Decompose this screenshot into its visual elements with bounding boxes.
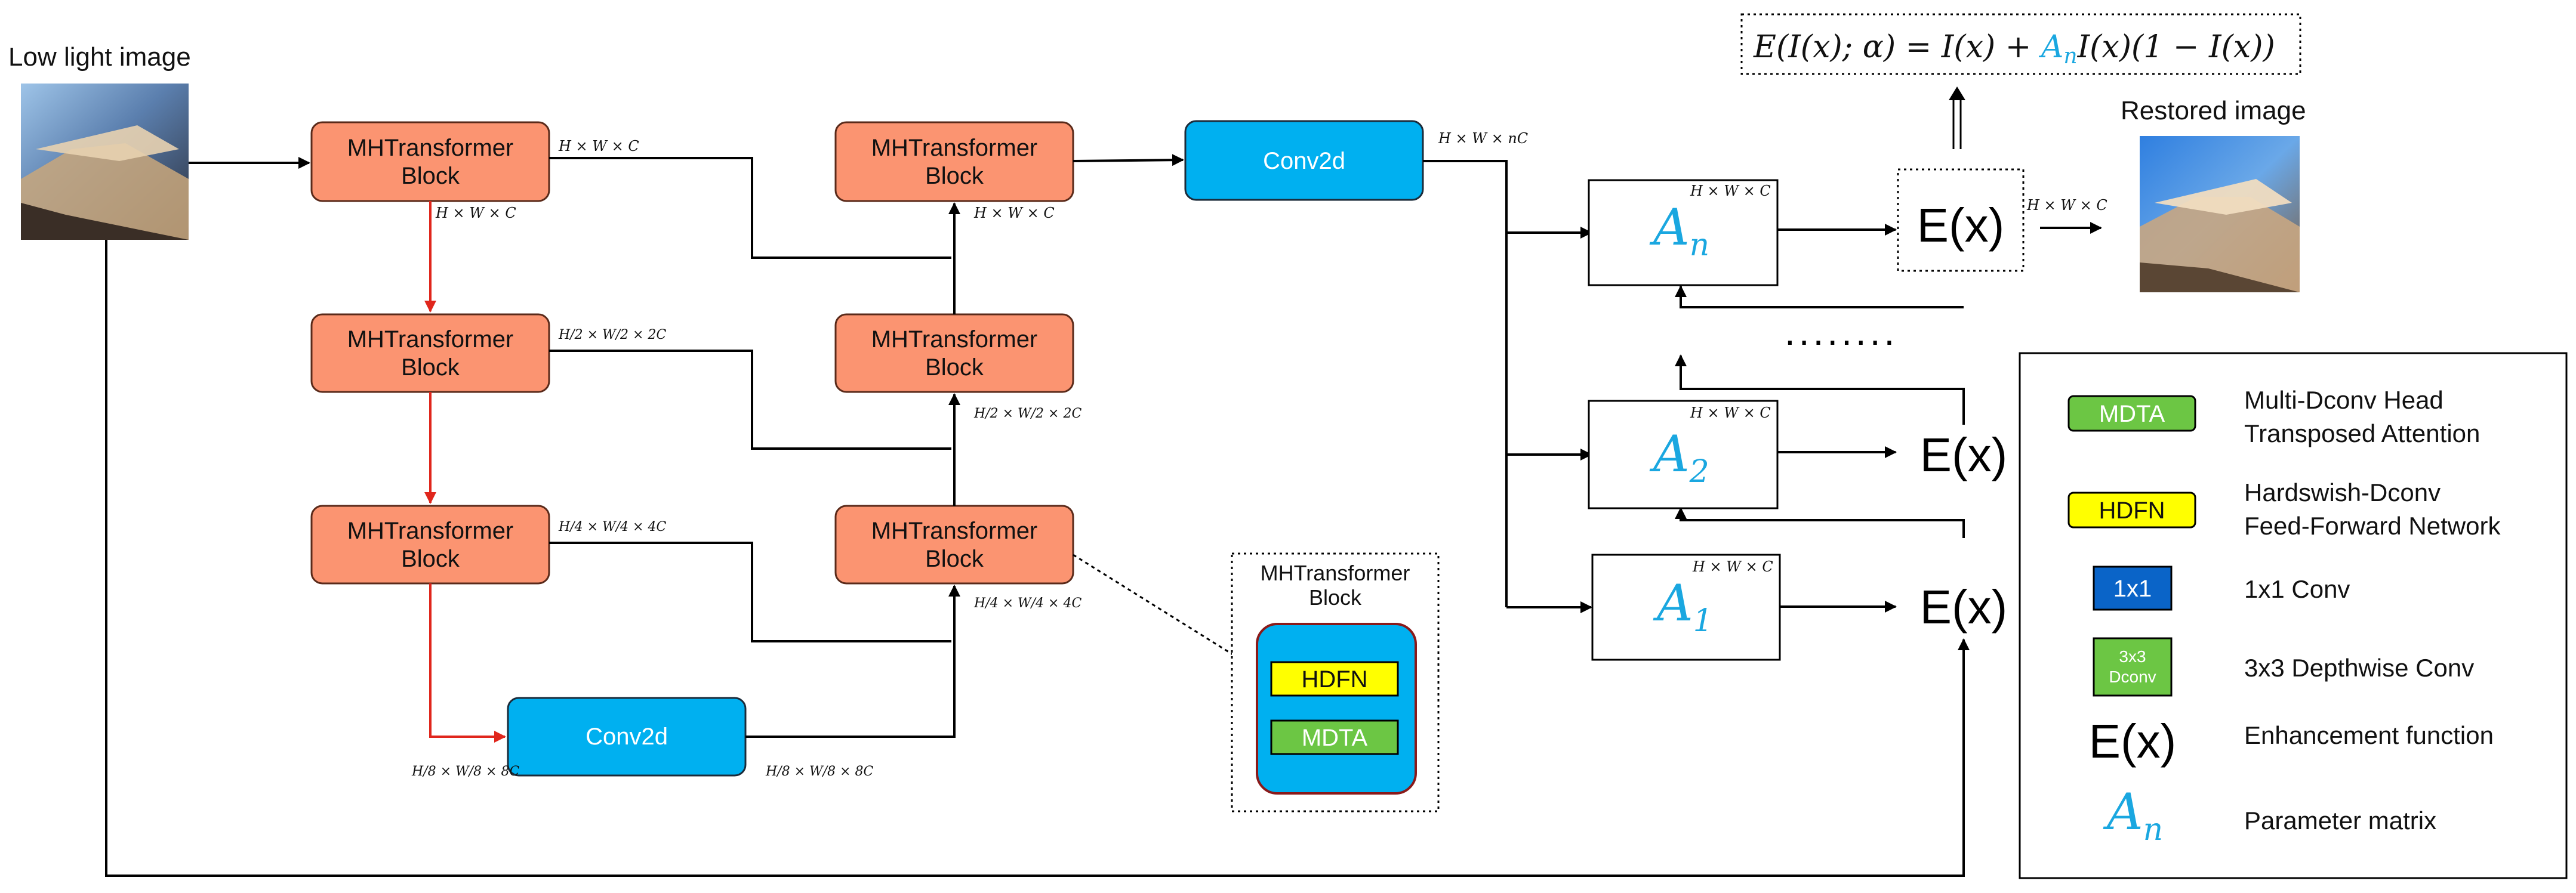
head-conv2d: Conv2d [1184, 120, 1424, 201]
arrow-E1-to-A2 [1675, 507, 1965, 538]
svg-text:Transposed Attention: Transposed Attention [2244, 419, 2480, 447]
svg-text:Block: Block [925, 354, 984, 381]
ellipsis: ........ [1785, 310, 1898, 353]
svg-text:Parameter matrix: Parameter matrix [2244, 807, 2436, 835]
svg-text:A1: A1 [1653, 574, 1713, 639]
svg-text:MHTransformer: MHTransformer [347, 135, 514, 161]
skip-2 [549, 350, 951, 450]
legend: MDTA Multi-Dconv Head Transposed Attenti… [2019, 352, 2568, 879]
dim-enhance: H × W × C [2026, 197, 2107, 214]
dim-enc1-below: H × W × C [435, 205, 516, 221]
inset-mdta [1270, 719, 1399, 755]
svg-text:Multi-Dconv Head: Multi-Dconv Head [2244, 386, 2443, 414]
callout-line [1073, 554, 1236, 657]
svg-text:MHTransformer: MHTransformer [347, 326, 514, 353]
svg-text:An: An [2103, 783, 2163, 848]
svg-text:E(I(x); α) = I(x) + AnI(x)(1 −: E(I(x); α) = I(x) + AnI(x)(1 − I(x)) [1753, 29, 2275, 69]
svg-text:Block: Block [401, 354, 460, 381]
enhance-function-n: E(x) [1897, 168, 2025, 272]
svg-text:MHTransformer: MHTransformer [871, 518, 1038, 544]
svg-text:Hardswish-Dconv: Hardswish-Dconv [2244, 478, 2441, 506]
arrow-dec1-to-conv [1073, 154, 1184, 166]
legend-item-hdfn: HDFN Hardswish-Dconv Feed-Forward Networ… [2067, 478, 2501, 540]
svg-text:3x3: 3x3 [2119, 647, 2146, 666]
dim-bottleneck-out: H/8 × W/8 × 8C [765, 764, 873, 779]
svg-text:HDFN: HDFN [1301, 666, 1367, 693]
legend-item-3x3-dconv: 3x3 Dconv 3x3 Depthwise Conv [2093, 637, 2474, 697]
legend-item-mdta: MDTA Multi-Dconv Head Transposed Attenti… [2067, 386, 2480, 447]
svg-text:Dconv: Dconv [2109, 668, 2156, 686]
decoder-block-3: MHTransformer Block [834, 505, 1074, 585]
dim-dec1: H × W × C [973, 205, 1055, 221]
encoder-block-3: MHTransformer Block [310, 505, 550, 585]
svg-text:3x3 Depthwise Conv: 3x3 Depthwise Conv [2244, 654, 2474, 682]
inset-hdfn [1270, 661, 1399, 697]
svg-text:A2: A2 [1649, 425, 1709, 490]
svg-text:Conv2d: Conv2d [1263, 148, 1345, 174]
fanout-trunk [1423, 160, 1508, 607]
svg-text:Block: Block [401, 546, 460, 572]
svg-text:Block: Block [1309, 585, 1362, 610]
svg-text:E(x): E(x) [2089, 715, 2177, 768]
svg-text:1x1: 1x1 [2113, 576, 2152, 602]
encoder-block-2: MHTransformer Block [310, 313, 550, 393]
svg-text:HDFN: HDFN [2099, 498, 2165, 524]
decoder-block-2: MHTransformer Block [834, 313, 1074, 393]
inset-mhtransformer: MHTransformer Block HDFN MDTA [1231, 552, 1440, 812]
svg-text:Block: Block [925, 163, 984, 189]
dim-dec2: H/2 × W/2 × 2C [973, 406, 1081, 421]
svg-text:Block: Block [401, 163, 460, 189]
param-block-An: H × W × C An [1588, 179, 1779, 286]
low-light-image [21, 84, 189, 240]
dim-enc1-right: H × W × C [558, 138, 639, 155]
legend-item-1x1-conv: 1x1 1x1 Conv [2093, 566, 2350, 611]
svg-text:H × W × C: H × W × C [1692, 558, 1773, 575]
legend-item-param-matrix: An Parameter matrix [2103, 783, 2436, 848]
arrow-bottleneck-up [745, 585, 960, 738]
svg-text:An: An [1649, 198, 1709, 263]
output-image-label: Restored image [2121, 96, 2306, 125]
dim-enc2: H/2 × W/2 × 2C [558, 327, 666, 342]
enhancement-formula: E(I(x); α) = I(x) + AnI(x)(1 − I(x)) [1740, 13, 2301, 75]
svg-text:1x1 Conv: 1x1 Conv [2244, 575, 2350, 603]
svg-text:Enhancement function: Enhancement function [2244, 721, 2494, 749]
implies-arrow [1949, 86, 1965, 149]
input-image-label: Low light image [8, 42, 191, 72]
legend-item-enhance: E(x) Enhancement function [2089, 715, 2494, 768]
svg-text:MDTA: MDTA [2099, 401, 2165, 427]
svg-text:MHTransformer: MHTransformer [1261, 561, 1410, 585]
decoder-block-1: MHTransformer Block [834, 121, 1074, 202]
enhance-function-1: E(x) [1920, 580, 2008, 634]
dim-dec3: H/4 × W/4 × 4C [973, 596, 1081, 611]
svg-text:Feed-Forward Network: Feed-Forward Network [2244, 512, 2501, 540]
connection-lines [105, 154, 2102, 877]
param-block-A1: H × W × C A1 [1591, 554, 1781, 661]
skip-3 [549, 542, 951, 642]
svg-text:MHTransformer: MHTransformer [871, 135, 1038, 161]
arrow-loop-to-An [1675, 285, 1964, 308]
svg-text:Conv2d: Conv2d [586, 724, 668, 750]
arrow-E2-up [1675, 354, 1965, 425]
arrow-input-skip-to-E1 [105, 240, 1970, 877]
svg-text:H × W × C: H × W × C [1690, 183, 1771, 199]
svg-text:MHTransformer: MHTransformer [347, 518, 514, 544]
enhance-function-2: E(x) [1920, 428, 2008, 481]
bottleneck-conv2d: Conv2d [507, 697, 747, 777]
svg-text:E(x): E(x) [1917, 199, 2005, 252]
svg-text:Block: Block [925, 546, 984, 572]
param-block-A2: H × W × C A2 [1588, 400, 1779, 509]
downsample-arrows [424, 201, 506, 743]
dim-head-conv: H × W × nC [1438, 130, 1528, 147]
svg-text:H × W × C: H × W × C [1690, 404, 1771, 421]
encoder-block-1: MHTransformer Block [310, 121, 550, 202]
svg-text:MDTA: MDTA [1302, 725, 1368, 751]
dim-enc3: H/4 × W/4 × 4C [558, 520, 666, 534]
dim-bottleneck-in: H/8 × W/8 × 8C [411, 764, 519, 779]
restored-image [2140, 136, 2300, 292]
svg-text:MHTransformer: MHTransformer [871, 326, 1038, 353]
skip-1 [549, 157, 951, 259]
